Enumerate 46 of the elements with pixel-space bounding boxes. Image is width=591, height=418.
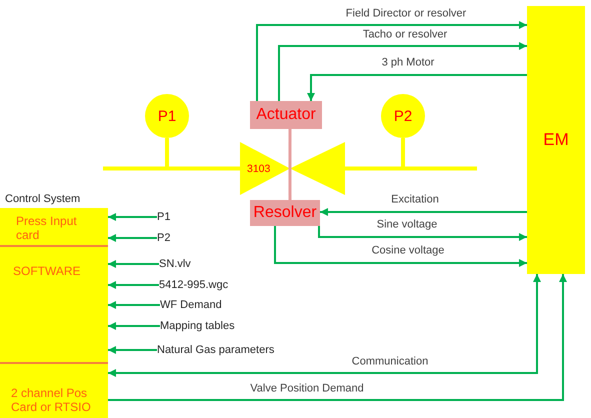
signal-label: Natural Gas parameters — [157, 343, 274, 357]
arrow — [320, 208, 527, 216]
signal-label: 5412-995.wgc — [159, 278, 228, 292]
signal-label: P1 — [157, 210, 170, 224]
double-arrow — [108, 274, 541, 377]
section-label: 2 channel Pos Card or RTSIO — [11, 386, 92, 414]
valve-tag: 3103 — [247, 162, 270, 174]
block-label: EM — [543, 130, 569, 150]
arrow — [108, 301, 160, 309]
arrow — [318, 226, 527, 241]
arrow — [307, 74, 527, 101]
system-section — [0, 247, 108, 364]
group-heading: Control System — [5, 192, 80, 206]
arrow — [108, 346, 157, 354]
sensor-circle — [145, 94, 189, 138]
block-label: Resolver — [253, 204, 317, 222]
connector-line — [345, 138, 405, 170]
unit-block — [527, 6, 585, 274]
signal-label: Mapping tables — [160, 319, 235, 333]
sensor-label: P1 — [158, 108, 176, 124]
edge-label: 3 ph Motor — [380, 56, 436, 70]
signal-label: WF Demand — [160, 298, 222, 312]
arrow — [108, 234, 157, 242]
system-section — [0, 208, 108, 247]
connector-line — [165, 138, 240, 170]
connector-line — [288, 195, 292, 200]
arrow — [108, 274, 567, 401]
component-block — [250, 101, 322, 129]
section-label: SOFTWARE — [13, 264, 82, 278]
signal-label: P2 — [157, 231, 170, 245]
arrow — [108, 260, 159, 268]
arrow — [274, 226, 527, 267]
sensor-label: P2 — [394, 108, 412, 124]
sensor-circle — [381, 94, 425, 138]
connector-line — [288, 129, 292, 142]
arrow — [108, 213, 157, 221]
arrow — [108, 281, 159, 289]
signal-label: SN.vlv — [159, 257, 191, 271]
block-label: Actuator — [256, 106, 316, 124]
edge-label: Cosine voltage — [370, 244, 446, 258]
edge-label: Sine voltage — [374, 218, 440, 232]
arrow — [108, 322, 160, 330]
arrow — [256, 21, 527, 101]
section-label: Press Input card — [16, 214, 78, 242]
system-section — [0, 364, 108, 418]
arrow — [278, 42, 527, 101]
